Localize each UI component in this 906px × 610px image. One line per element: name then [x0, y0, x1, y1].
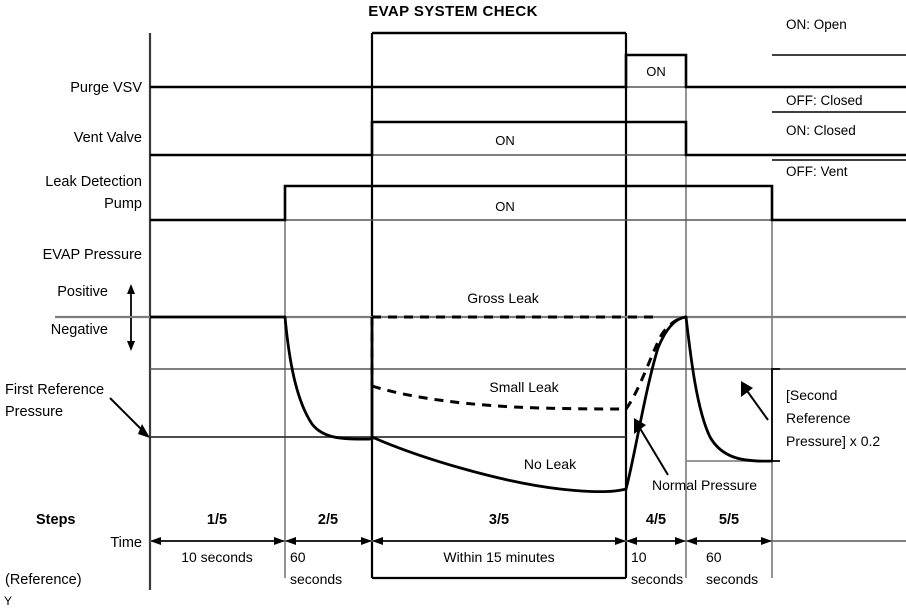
step-5-duration-line2: seconds: [706, 571, 758, 587]
legend-vent-on: ON: Closed: [786, 123, 856, 138]
step-1-arrow-right-icon: [274, 537, 285, 545]
step-5-segment: 5/5 60 seconds: [686, 512, 772, 587]
label-negative: Negative: [51, 322, 108, 338]
step-5-duration-line1: 60: [706, 549, 722, 565]
step-4-arrow-left-icon: [626, 537, 637, 545]
label-vent-valve: Vent Valve: [74, 130, 142, 146]
step-1-arrow-left-icon: [150, 537, 161, 545]
label-positive: Positive: [57, 284, 108, 300]
first-reference-line2: Pressure: [5, 404, 63, 420]
step-3-arrow-left-icon: [372, 537, 383, 545]
section-evap-pressure: EVAP Pressure Positive Negative Gross Le…: [5, 247, 906, 494]
second-reference-line2: Reference: [786, 410, 851, 426]
step-2-duration-line2: seconds: [290, 571, 342, 587]
second-reference-bracket-icon: [771, 368, 780, 462]
step-3-duration: Within 15 minutes: [443, 549, 554, 565]
vent-valve-waveform: [150, 120, 906, 157]
step-2-segment: 2/5 60 seconds: [285, 512, 372, 587]
row-vent-valve: Vent Valve ON ON: Closed OFF: Vent: [74, 111, 906, 179]
label-evap-pressure: EVAP Pressure: [43, 247, 142, 263]
first-reference-line1: First Reference: [5, 382, 104, 398]
label-steps: Steps: [36, 512, 76, 528]
step-4-segment: 4/5 10 seconds: [626, 512, 686, 587]
row-purge-vsv: Purge VSV ON ON: Open OFF: Closed: [70, 17, 906, 108]
purge-vsv-on-marker: ON: [646, 64, 666, 79]
normal-pressure-annotation: Normal Pressure: [634, 418, 757, 493]
legend-vent-off: OFF: Vent: [786, 164, 848, 179]
step-2-arrow-left-icon: [285, 537, 296, 545]
ldp-on-marker: ON: [495, 199, 515, 214]
legend-purge-off: OFF: Closed: [786, 93, 863, 108]
step-4-arrow-right-icon: [675, 537, 686, 545]
step-1-duration: 10 seconds: [181, 549, 253, 565]
corner-mark: Y: [4, 594, 12, 608]
step-5-label: 5/5: [719, 512, 739, 528]
second-reference-line1: [Second: [786, 387, 837, 403]
gross-leak-label: Gross Leak: [467, 290, 540, 306]
purge-vsv-waveform: [150, 53, 906, 89]
small-leak-label: Small Leak: [489, 379, 559, 395]
no-leak-curve: [370, 435, 628, 494]
label-time: Time: [110, 535, 142, 551]
small-leak-curve: [371, 384, 627, 411]
no-leak-label: No Leak: [524, 456, 577, 472]
step-3-segment: 3/5 Within 15 minutes: [372, 512, 626, 565]
first-reference-pressure-annotation: First Reference Pressure: [5, 382, 150, 438]
second-reference-line3: Pressure] x 0.2: [786, 433, 880, 449]
step-1-segment: 1/5 10 seconds: [150, 512, 285, 565]
page-title: EVAP SYSTEM CHECK: [368, 3, 538, 20]
pressure-step2-decay-curve: [283, 315, 374, 441]
no-leak-recovery: [624, 315, 688, 491]
step-4-duration-line1: 10: [631, 549, 647, 565]
row-leak-detection-pump: Leak Detection Pump ON: [45, 174, 906, 222]
normal-pressure-label: Normal Pressure: [652, 477, 757, 493]
leak-detection-pump-waveform: [150, 184, 906, 222]
step-4-duration-line2: seconds: [631, 571, 683, 587]
step-2-duration-line1: 60: [290, 549, 306, 565]
normal-pressure-arrowhead-icon: [634, 418, 646, 434]
step-4-label: 4/5: [646, 512, 666, 528]
step-5-arrow-left-icon: [686, 537, 697, 545]
step-2-arrow-right-icon: [361, 537, 372, 545]
second-reference-pressure-annotation: [Second Reference Pressure] x 0.2: [741, 368, 880, 462]
label-leak-detection-pump-line1: Leak Detection: [45, 174, 142, 190]
small-leak-recovery: [624, 315, 687, 410]
legend-purge-on: ON: Open: [786, 17, 847, 32]
label-reference: (Reference): [5, 572, 82, 588]
vent-valve-on-marker: ON: [495, 133, 515, 148]
section-steps-timeline: Steps Time (Reference) 1/5 10 seconds 2/…: [5, 512, 906, 588]
step-2-label: 2/5: [318, 512, 338, 528]
grid-vertical-lines: [148, 33, 773, 590]
label-purge-vsv: Purge VSV: [70, 80, 142, 96]
step-5-arrow-right-icon: [761, 537, 772, 545]
second-reference-decay-curve: [684, 315, 774, 463]
step-3-label: 3/5: [489, 512, 509, 528]
step-1-label: 1/5: [207, 512, 227, 528]
label-leak-detection-pump-line2: Pump: [104, 196, 142, 212]
first-reference-arrowhead-icon: [138, 424, 150, 438]
step-3-arrow-right-icon: [615, 537, 626, 545]
second-reference-arrowhead-icon: [741, 381, 753, 397]
